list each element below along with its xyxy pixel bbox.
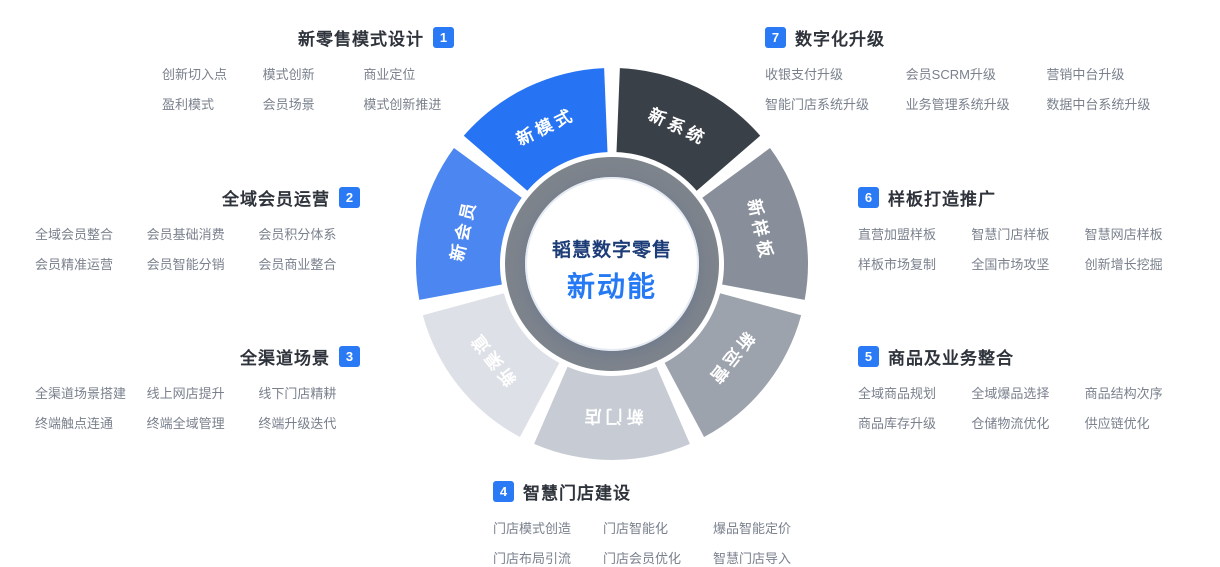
section-item: 门店布局引流 [493, 551, 572, 566]
section-title-row: 4 智慧门店建设 [493, 479, 813, 504]
section-item: 智慧网店样板 [1084, 227, 1163, 242]
section-item: 智慧门店导入 [713, 551, 792, 566]
section-number-badge: 4 [493, 481, 514, 502]
section-title: 数字化升级 [795, 30, 885, 49]
section-item: 门店模式创造 [493, 521, 572, 536]
section-title: 商品及业务整合 [888, 349, 1014, 368]
section-item: 终端升级迭代 [258, 416, 337, 431]
section-title-row: 新零售模式设计 1 [162, 25, 454, 50]
section-items: 全域商品规划 全域爆品选择 商品结构次序商品库存升级 仓储物流优化 供应链优化 [858, 383, 1188, 432]
section-item: 爆品智能定价 [713, 521, 792, 536]
section-title-row: 全渠道场景 3 [35, 344, 360, 369]
section-item: 收银支付升级 [765, 67, 844, 82]
wheel-segment-3 [702, 148, 808, 300]
section-item: 商品结构次序 [1084, 386, 1163, 401]
section-title: 全渠道场景 [240, 349, 330, 368]
section-items: 直营加盟样板 智慧门店样板 智慧网店样板样板市场复制 全国市场攻坚 创新增长挖掘 [858, 224, 1188, 273]
section-item: 样板市场复制 [858, 257, 937, 272]
section-item: 会员基础消费 [146, 227, 225, 242]
section-item: 会员SCRM升级 [905, 67, 996, 82]
section-item: 终端触点连通 [35, 416, 114, 431]
section-item: 营销中台升级 [1046, 67, 1125, 82]
section-item: 智慧门店样板 [971, 227, 1050, 242]
section-item: 盈利模式 [162, 97, 215, 112]
section-item: 全国市场攻坚 [971, 257, 1050, 272]
section-item: 全域爆品选择 [971, 386, 1050, 401]
center-title: 韬慧数字零售 [552, 238, 672, 261]
section-item: 线上网店提升 [146, 386, 225, 401]
section-number-badge: 3 [339, 346, 360, 367]
section-item: 线下门店精耕 [258, 386, 337, 401]
wheel: 新模式新系统新样板新运营新门店新渠道新会员 韬慧数字零售 新动能 [400, 52, 824, 476]
section-item: 智能门店系统升级 [765, 97, 870, 112]
section-title-row: 7 数字化升级 [765, 25, 1177, 50]
section-title: 样板打造推广 [888, 190, 996, 209]
section-product-business-integration: 5 商品及业务整合全域商品规划 全域爆品选择 商品结构次序商品库存升级 仓储物流优化 供应… [858, 344, 1188, 432]
wheel-segment-label: 新门店 [581, 407, 644, 427]
section-item: 会员智能分销 [146, 257, 225, 272]
section-item: 全域会员整合 [35, 227, 114, 242]
section-items: 全域会员整合 会员基础消费 会员积分体系会员精准运营 会员智能分销 会员商业整合 [35, 224, 360, 273]
wheel-svg: 新模式新系统新样板新运营新门店新渠道新会员 韬慧数字零售 新动能 [416, 68, 808, 461]
section-number-badge: 7 [765, 27, 786, 48]
section-smart-store-construction: 4 智慧门店建设门店模式创造 门店智能化 爆品智能定价门店布局引流 门店会员优化 智慧门店… [493, 479, 813, 567]
section-title: 新零售模式设计 [298, 30, 424, 49]
section-model-promotion: 6 样板打造推广直营加盟样板 智慧门店样板 智慧网店样板样板市场复制 全国市场攻坚 创新增… [858, 185, 1188, 273]
section-item: 直营加盟样板 [858, 227, 937, 242]
wheel-segment-5 [534, 366, 690, 461]
section-title-row: 6 样板打造推广 [858, 185, 1188, 210]
center-subtitle: 新动能 [567, 271, 657, 302]
section-member-operation: 全域会员运营 2 全域会员整合 会员基础消费 会员积分体系会员精准运营 会员智能分销 会员商… [35, 185, 360, 273]
section-item: 创新切入点 [162, 67, 228, 82]
section-items: 门店模式创造 门店智能化 爆品智能定价门店布局引流 门店会员优化 智慧门店导入 [493, 518, 813, 567]
wheel-segment-1 [463, 68, 608, 191]
center-circle [525, 177, 699, 351]
section-item: 全渠道场景搭建 [35, 386, 127, 401]
section-item: 模式创新 [262, 67, 315, 82]
section-item: 供应链优化 [1084, 416, 1150, 431]
section-items: 收银支付升级 会员SCRM升级 营销中台升级智能门店系统升级 业务管理系统升级 数据中台… [765, 64, 1177, 113]
wheel-segment-2 [616, 68, 761, 191]
section-title: 智慧门店建设 [523, 484, 631, 503]
wheel-segment-4 [664, 293, 802, 438]
wheel-segment-6 [422, 293, 560, 438]
section-number-badge: 6 [858, 187, 879, 208]
section-item: 数据中台系统升级 [1046, 97, 1151, 112]
section-items: 全渠道场景搭建 线上网店提升 线下门店精耕终端触点连通 终端全域管理 终端升级迭代 [35, 383, 360, 432]
section-digital-upgrade: 7 数字化升级收银支付升级 会员SCRM升级 营销中台升级智能门店系统升级 业务管理系统… [765, 25, 1177, 113]
section-number-badge: 1 [433, 27, 454, 48]
section-item: 会员商业整合 [258, 257, 337, 272]
wheel-segment-7 [416, 148, 522, 300]
section-item: 门店会员优化 [603, 551, 682, 566]
section-item: 会员场景 [262, 97, 315, 112]
section-title-row: 全域会员运营 2 [35, 185, 360, 210]
section-omnichannel-scene: 全渠道场景 3 全渠道场景搭建 线上网店提升 线下门店精耕终端触点连通 终端全域管理 终端升… [35, 344, 360, 432]
wheel-segments: 新模式新系统新样板新运营新门店新渠道新会员 [416, 68, 808, 461]
section-item: 仓储物流优化 [971, 416, 1050, 431]
section-new-retail-model-design: 新零售模式设计 1 创新切入点 模式创新 商业定位盈利模式 会员场景 模式创新推进 [162, 25, 454, 113]
section-items: 创新切入点 模式创新 商业定位盈利模式 会员场景 模式创新推进 [162, 64, 454, 113]
section-item: 门店智能化 [603, 521, 669, 536]
section-number-badge: 5 [858, 346, 879, 367]
section-item: 创新增长挖掘 [1084, 257, 1163, 272]
section-number-badge: 2 [339, 187, 360, 208]
section-item: 会员积分体系 [258, 227, 337, 242]
section-item: 会员精准运营 [35, 257, 114, 272]
section-item: 商品库存升级 [858, 416, 937, 431]
section-item: 业务管理系统升级 [905, 97, 1010, 112]
section-item: 全域商品规划 [858, 386, 937, 401]
inner-gray-ring [505, 157, 719, 371]
section-item: 模式创新推进 [363, 97, 442, 112]
section-title-row: 5 商品及业务整合 [858, 344, 1188, 369]
section-title: 全域会员运营 [222, 190, 330, 209]
section-item: 终端全域管理 [146, 416, 225, 431]
section-item: 商业定位 [363, 67, 416, 82]
